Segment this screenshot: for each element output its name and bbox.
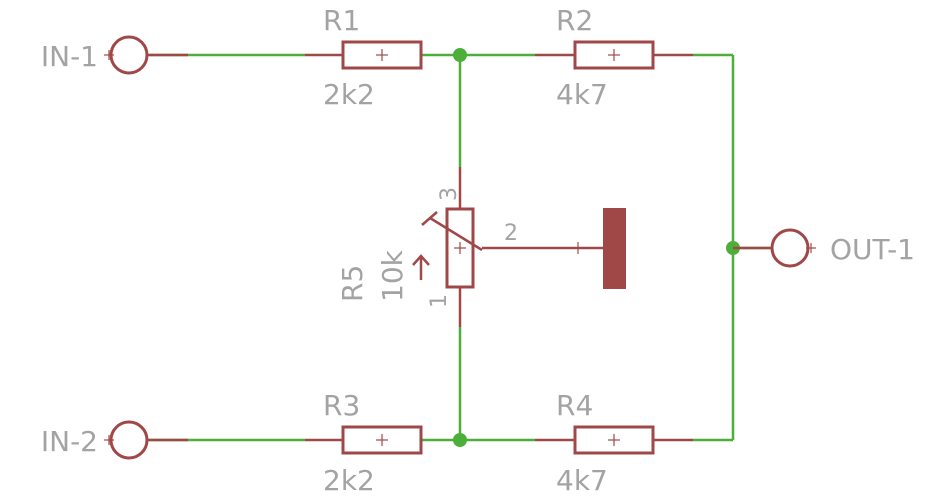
- resistor-r3-name: R3: [323, 389, 360, 422]
- resistor-r3-value: 2k2: [323, 464, 375, 496]
- resistor-r2-value: 4k7: [556, 78, 608, 111]
- potentiometer-r5-trim-stem: [429, 216, 483, 252]
- resistor-r4: R4 4k7: [535, 389, 693, 496]
- terminal-in-1-pad: [109, 35, 149, 75]
- resistor-r2-name: R2: [556, 4, 593, 37]
- potentiometer-r5: 3 1 2 R5 10k: [336, 167, 626, 327]
- terminal-out-1-label: OUT-1: [830, 233, 915, 266]
- terminal-out-1-pad: [770, 228, 810, 268]
- potentiometer-r5-value: 10k: [376, 249, 409, 302]
- potentiometer-r5-wiper-pad: [603, 208, 626, 289]
- resistor-r4-name: R4: [556, 389, 593, 422]
- terminal-out-1: OUT-1: [733, 228, 915, 268]
- terminal-in-1-label: IN-1: [41, 40, 98, 73]
- potentiometer-r5-pin-1: 1: [427, 294, 452, 308]
- resistor-r1-name: R1: [323, 4, 360, 37]
- terminal-in-1: IN-1: [41, 35, 188, 75]
- resistor-r2: R2 4k7: [535, 4, 693, 111]
- potentiometer-r5-pin-3: 3: [437, 187, 462, 201]
- resistor-r4-value: 4k7: [556, 464, 608, 496]
- junction-top: [453, 48, 467, 62]
- resistor-r3-body: [341, 425, 423, 455]
- arrow-up-icon: [412, 254, 430, 266]
- potentiometer-r5-name: R5: [336, 265, 369, 302]
- junction-bottom: [453, 433, 467, 447]
- resistor-r1-body: [341, 40, 423, 70]
- resistor-r1: R1 2k2: [305, 4, 423, 111]
- resistor-r1-value: 2k2: [323, 78, 375, 111]
- terminal-in-2-label: IN-2: [41, 425, 98, 458]
- terminal-in-2: IN-2: [41, 420, 188, 460]
- potentiometer-r5-trim-tee: [421, 211, 438, 226]
- potentiometer-r5-pin-2: 2: [504, 221, 518, 246]
- resistor-r3: R3 2k2: [305, 389, 423, 496]
- terminal-in-2-pad: [109, 420, 149, 460]
